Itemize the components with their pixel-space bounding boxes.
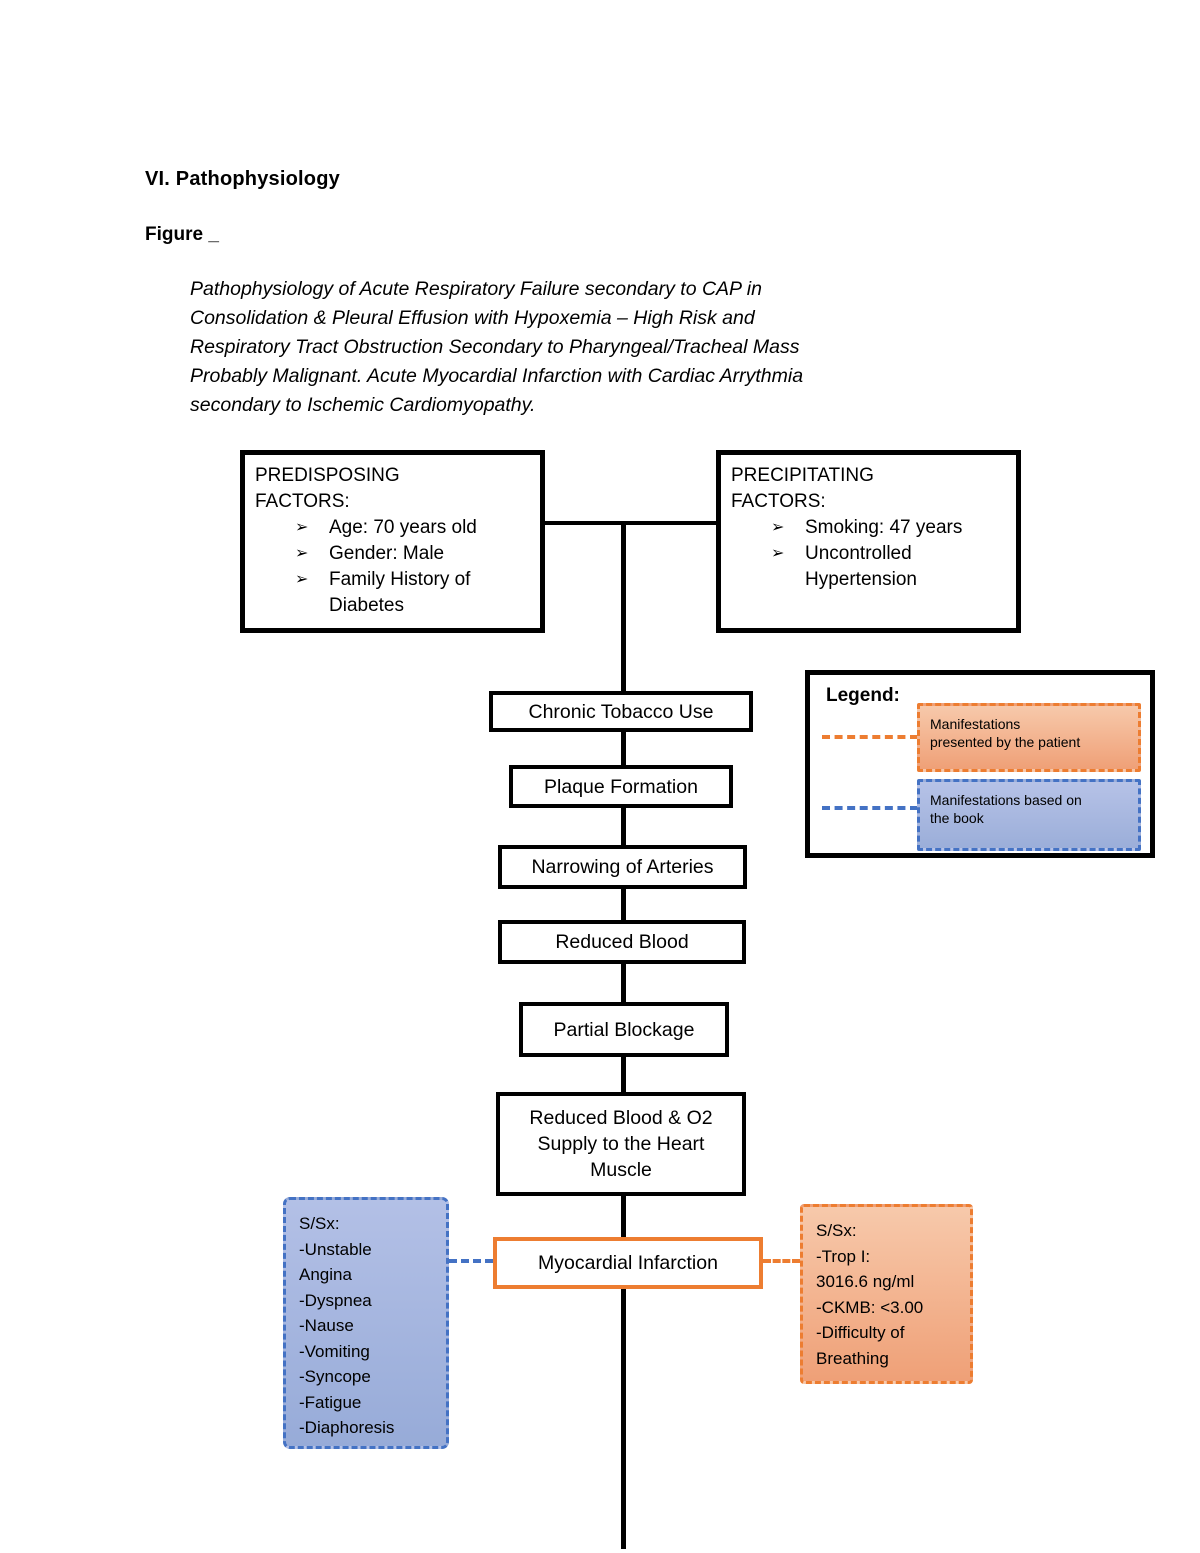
sx-line: -Syncope — [299, 1367, 371, 1386]
predisposing-list: ➢ Age: 70 years old ➢ Gender: Male ➢ Fam… — [295, 515, 530, 619]
legend-orange-dash-sample — [822, 735, 918, 739]
sx-line: -Unstable — [299, 1239, 372, 1259]
legend-book-label-line: the book — [930, 810, 984, 826]
legend-book-label-line: Manifestations based on — [930, 792, 1082, 808]
flow-step-myocardial-infarction: Myocardial Infarction — [493, 1237, 763, 1289]
flow-step-reduced-blood: Reduced Blood — [498, 920, 746, 964]
predisposing-factors-box: PREDISPOSING FACTORS: ➢ Age: 70 years ol… — [240, 450, 545, 633]
legend-blue-dash-sample — [822, 806, 918, 810]
legend-patient-swatch: Manifestations presented by the patient — [917, 703, 1141, 772]
flow-step-narrowing-of-arteries: Narrowing of Arteries — [498, 845, 747, 889]
flow-step-plaque-formation: Plaque Formation — [509, 765, 733, 808]
orange-dashed-connector — [763, 1259, 800, 1263]
list-item: ➢ Uncontrolled Hypertension — [771, 541, 1006, 593]
predisposing-title-line: FACTORS: — [255, 491, 350, 512]
precipitating-title-line: PRECIPITATING — [731, 465, 874, 486]
sx-line: S/Sx: — [816, 1221, 857, 1240]
sx-line: -Diaphoresis — [299, 1418, 395, 1437]
precipitating-factors-box: PRECIPITATING FACTORS: ➢ Smoking: 47 yea… — [716, 450, 1021, 633]
list-item-label: Uncontrolled Hypertension — [805, 543, 917, 590]
caption-line: Pathophysiology of Acute Respiratory Fai… — [190, 278, 762, 300]
sx-line: -Fatigue — [299, 1392, 362, 1412]
arrow-bullet-icon: ➢ — [295, 519, 309, 536]
figure-caption: Pathophysiology of Acute Respiratory Fai… — [190, 275, 970, 420]
list-item: ➢ Age: 70 years old — [295, 515, 530, 541]
list-item-label: Smoking: 47 years — [805, 517, 963, 538]
legend-book-swatch: Manifestations based on the book — [917, 779, 1141, 851]
sx-line: -CKMB: <3.00 — [816, 1297, 924, 1317]
predisposing-title-line: PREDISPOSING — [255, 465, 400, 486]
factors-connector-line — [544, 521, 717, 525]
figure-label: Figure _ — [145, 224, 219, 245]
flow-step-reduced-blood-o2-supply: Reduced Blood & O2 Supply to the Heart M… — [496, 1092, 746, 1196]
flow-step-chronic-tobacco-use: Chronic Tobacco Use — [489, 691, 753, 732]
blue-dashed-connector — [449, 1259, 493, 1263]
list-item-label: Age: 70 years old — [329, 517, 477, 538]
legend-patient-label-line: presented by the patient — [930, 734, 1081, 750]
precipitating-list: ➢ Smoking: 47 years ➢ Uncontrolled Hyper… — [771, 515, 1006, 593]
list-item: ➢ Gender: Male — [295, 541, 530, 567]
precipitating-title-line: FACTORS: — [731, 491, 826, 512]
arrow-bullet-icon: ➢ — [295, 545, 309, 562]
sx-patient-box: S/Sx: -Trop I: 3016.6 ng/ml -CKMB: <3.00… — [800, 1204, 973, 1384]
arrow-bullet-icon: ➢ — [771, 519, 785, 536]
caption-line: Respiratory Tract Obstruction Secondary … — [190, 336, 800, 358]
section-title: VI. Pathophysiology — [145, 168, 340, 190]
legend-patient-label-line: Manifestations — [930, 716, 1021, 732]
list-item: ➢ Smoking: 47 years — [771, 515, 1006, 541]
sx-line: -Nause — [299, 1316, 354, 1335]
caption-line: Consolidation & Pleural Effusion with Hy… — [190, 307, 755, 329]
flow-step-partial-blockage: Partial Blockage — [519, 1002, 729, 1057]
caption-line: secondary to Ischemic Cardiomyopathy. — [190, 394, 536, 416]
sx-line: Breathing — [816, 1348, 889, 1368]
list-item-label: Gender: Male — [329, 543, 445, 564]
list-item-label: Family History of Diabetes — [329, 569, 471, 616]
sx-line: 3016.6 ng/ml — [816, 1272, 915, 1291]
sx-line: S/Sx: — [299, 1214, 340, 1233]
caption-line: Probably Malignant. Acute Myocardial Inf… — [190, 365, 804, 387]
sx-line: -Vomiting — [299, 1341, 370, 1361]
sx-book-box: S/Sx: -Unstable Angina -Dyspnea -Nause -… — [283, 1197, 449, 1449]
arrow-bullet-icon: ➢ — [295, 571, 309, 588]
sx-line: -Trop I: — [816, 1246, 871, 1266]
list-item: ➢ Family History of Diabetes — [295, 567, 530, 619]
sx-line: -Difficulty of — [816, 1323, 905, 1342]
legend-title: Legend: — [826, 685, 900, 706]
legend-box: Legend: Manifestations presented by the … — [805, 670, 1155, 858]
arrow-bullet-icon: ➢ — [771, 545, 785, 562]
sx-line: -Dyspnea — [299, 1290, 372, 1310]
sx-line: Angina — [299, 1265, 352, 1284]
